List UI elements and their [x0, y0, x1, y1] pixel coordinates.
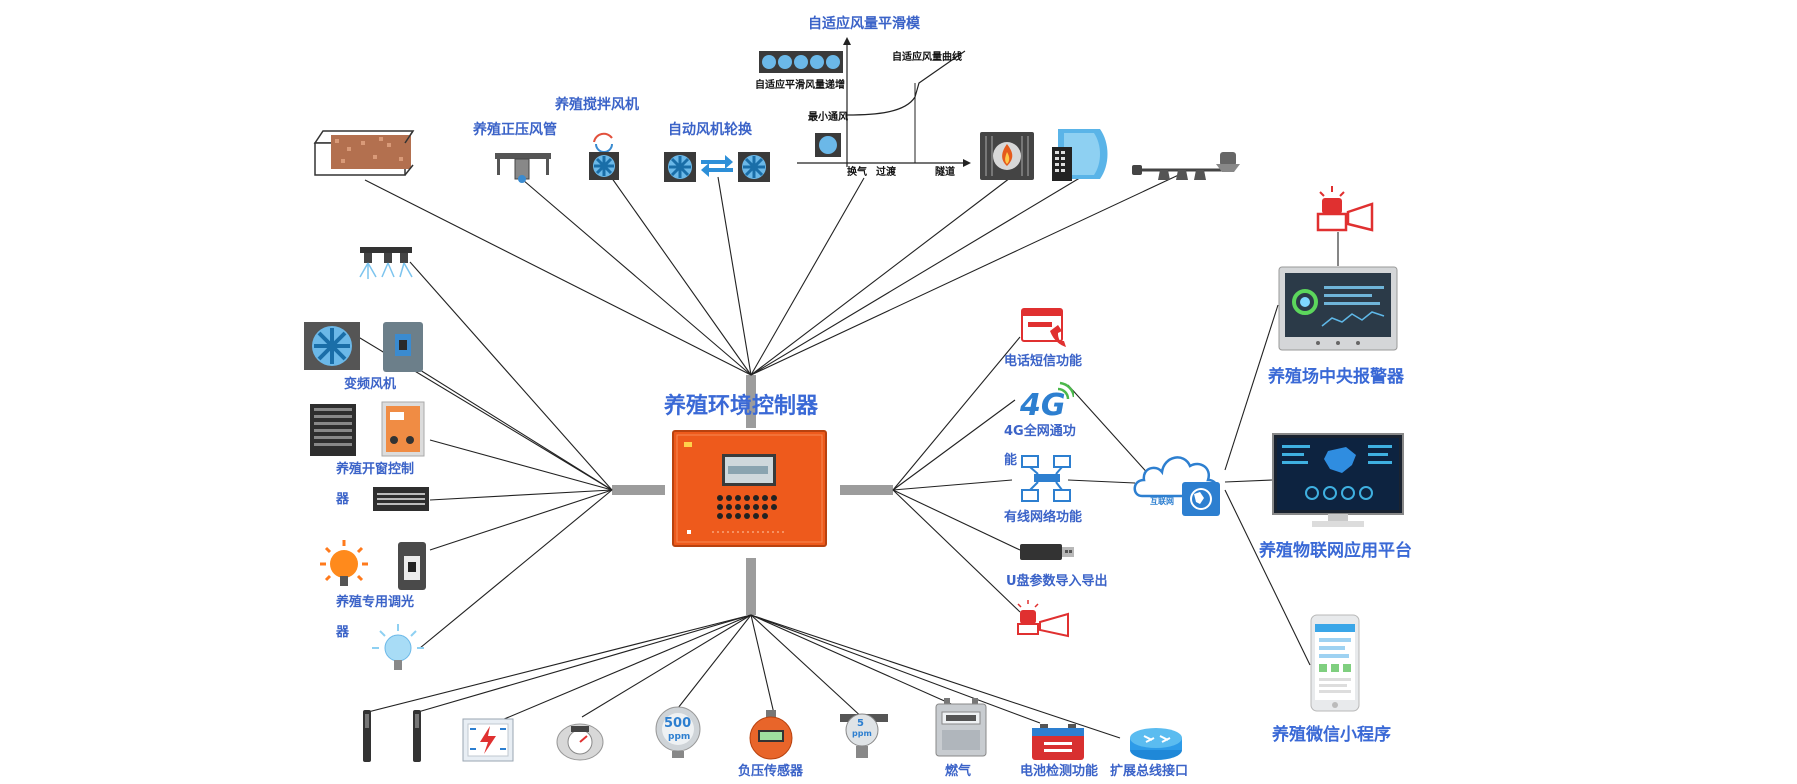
wet-curtain-icon [313, 130, 415, 176]
local-alarm-icon [1017, 600, 1069, 638]
network-4g-label-line2: 能 [1004, 453, 1018, 468]
dimmer-icon [320, 540, 426, 590]
expansion-bus-label: 扩展总线接口 [1110, 764, 1189, 779]
iot-platform-label: 养殖物联网应用平台 [1259, 541, 1412, 561]
stage-exchange-label: 换气 [847, 167, 867, 178]
wired-network-icon [1021, 455, 1071, 502]
inverter-fan-label: 变频风机 [344, 377, 397, 392]
network-4g-icon: 4G [1019, 381, 1074, 421]
co2-unit: ppm [668, 732, 691, 742]
dimmer-label-line1: 养殖专用调光 [336, 595, 415, 610]
negative-pressure-sensor-icon [749, 710, 793, 760]
window-controller-label-line1: 养殖开窗控制 [336, 462, 415, 477]
stage-tunnel-label: 隧道 [935, 167, 955, 178]
stirring-fan-icon [589, 132, 619, 180]
temp-probe-icon-1 [363, 710, 371, 762]
iot-platform-monitor-icon [1272, 433, 1404, 527]
positive-pressure-duct-icon [495, 153, 551, 183]
battery-detection-icon [1032, 724, 1084, 760]
auto-fan-rotation-label: 自动风机轮换 [668, 122, 752, 138]
heater-icon [980, 132, 1034, 180]
connector-left [612, 485, 665, 495]
usb-label: U盘参数导入导出 [1006, 574, 1108, 589]
wired-network-label: 有线网络功能 [1004, 510, 1083, 525]
svg-text:4G: 4G [1019, 388, 1066, 421]
network-4g-label-line1: 4G全网通功 [1004, 424, 1076, 439]
inverter-fan-icon [304, 322, 423, 372]
adaptive-increase-label: 自适应平滑风量递增 [755, 80, 845, 91]
co2-sensor-icon [655, 706, 701, 758]
water-tank-icon [1052, 129, 1108, 181]
window-controller-label-line2: 器 [336, 492, 350, 507]
gas-label: 燃气 [945, 764, 972, 779]
connector-top [746, 375, 756, 428]
central-alarm-panel-icon [1278, 266, 1398, 351]
h2s-reading: 5 [857, 718, 864, 729]
sprayer-icon [1132, 152, 1240, 180]
h2s-sensor-icon [840, 713, 888, 758]
gas-meter-icon [935, 698, 987, 757]
usb-drive-icon [1020, 544, 1074, 560]
nozzle-sprayer-icon [359, 247, 413, 279]
power-monitor-icon [462, 718, 514, 762]
dimmer-label-line2: 器 [336, 625, 350, 640]
alarm-siren-icon [1316, 186, 1374, 232]
adaptive-airflow-chart [759, 37, 971, 167]
led-bulb-icon [372, 624, 424, 670]
temp-probe-icon-2 [413, 710, 421, 762]
h2s-unit: ppm [852, 729, 872, 738]
window-controller-icon [310, 401, 425, 457]
controller-title: 养殖环境控制器 [664, 394, 819, 419]
co2-reading: 500 [664, 716, 692, 731]
central-alarm-label: 养殖场中央报警器 [1268, 367, 1404, 387]
cloud-label: 互联网 [1150, 497, 1174, 506]
wechat-app-label: 养殖微信小程序 [1272, 725, 1391, 745]
phone-sms-label: 电话短信功能 [1004, 354, 1083, 369]
cloud-internet-icon [1133, 456, 1220, 516]
stage-transition-label: 过渡 [876, 167, 896, 178]
wechat-phone-icon [1310, 614, 1360, 712]
stirring-fan-label: 养殖搅拌风机 [555, 97, 639, 113]
phone-sms-icon [1021, 308, 1066, 347]
battery-detection-label: 电池检测功能 [1020, 764, 1099, 779]
auto-fan-rotation-icon [664, 152, 770, 182]
connector-right [840, 485, 893, 495]
negative-pressure-label: 负压传感器 [738, 764, 804, 779]
temp-humidity-sensor-icon [556, 723, 604, 761]
min-ventilation-label: 最小通风 [808, 112, 848, 123]
controller-box [672, 430, 827, 547]
connector-bottom [746, 558, 756, 615]
adaptive-curve-label: 自适应风量曲线 [892, 52, 962, 63]
expansion-bus-icon [1130, 728, 1182, 760]
window-panel-icon [373, 487, 429, 511]
adaptive-mode-title: 自适应风量平滑模 [808, 16, 920, 32]
positive-pressure-duct-label: 养殖正压风管 [473, 122, 557, 138]
